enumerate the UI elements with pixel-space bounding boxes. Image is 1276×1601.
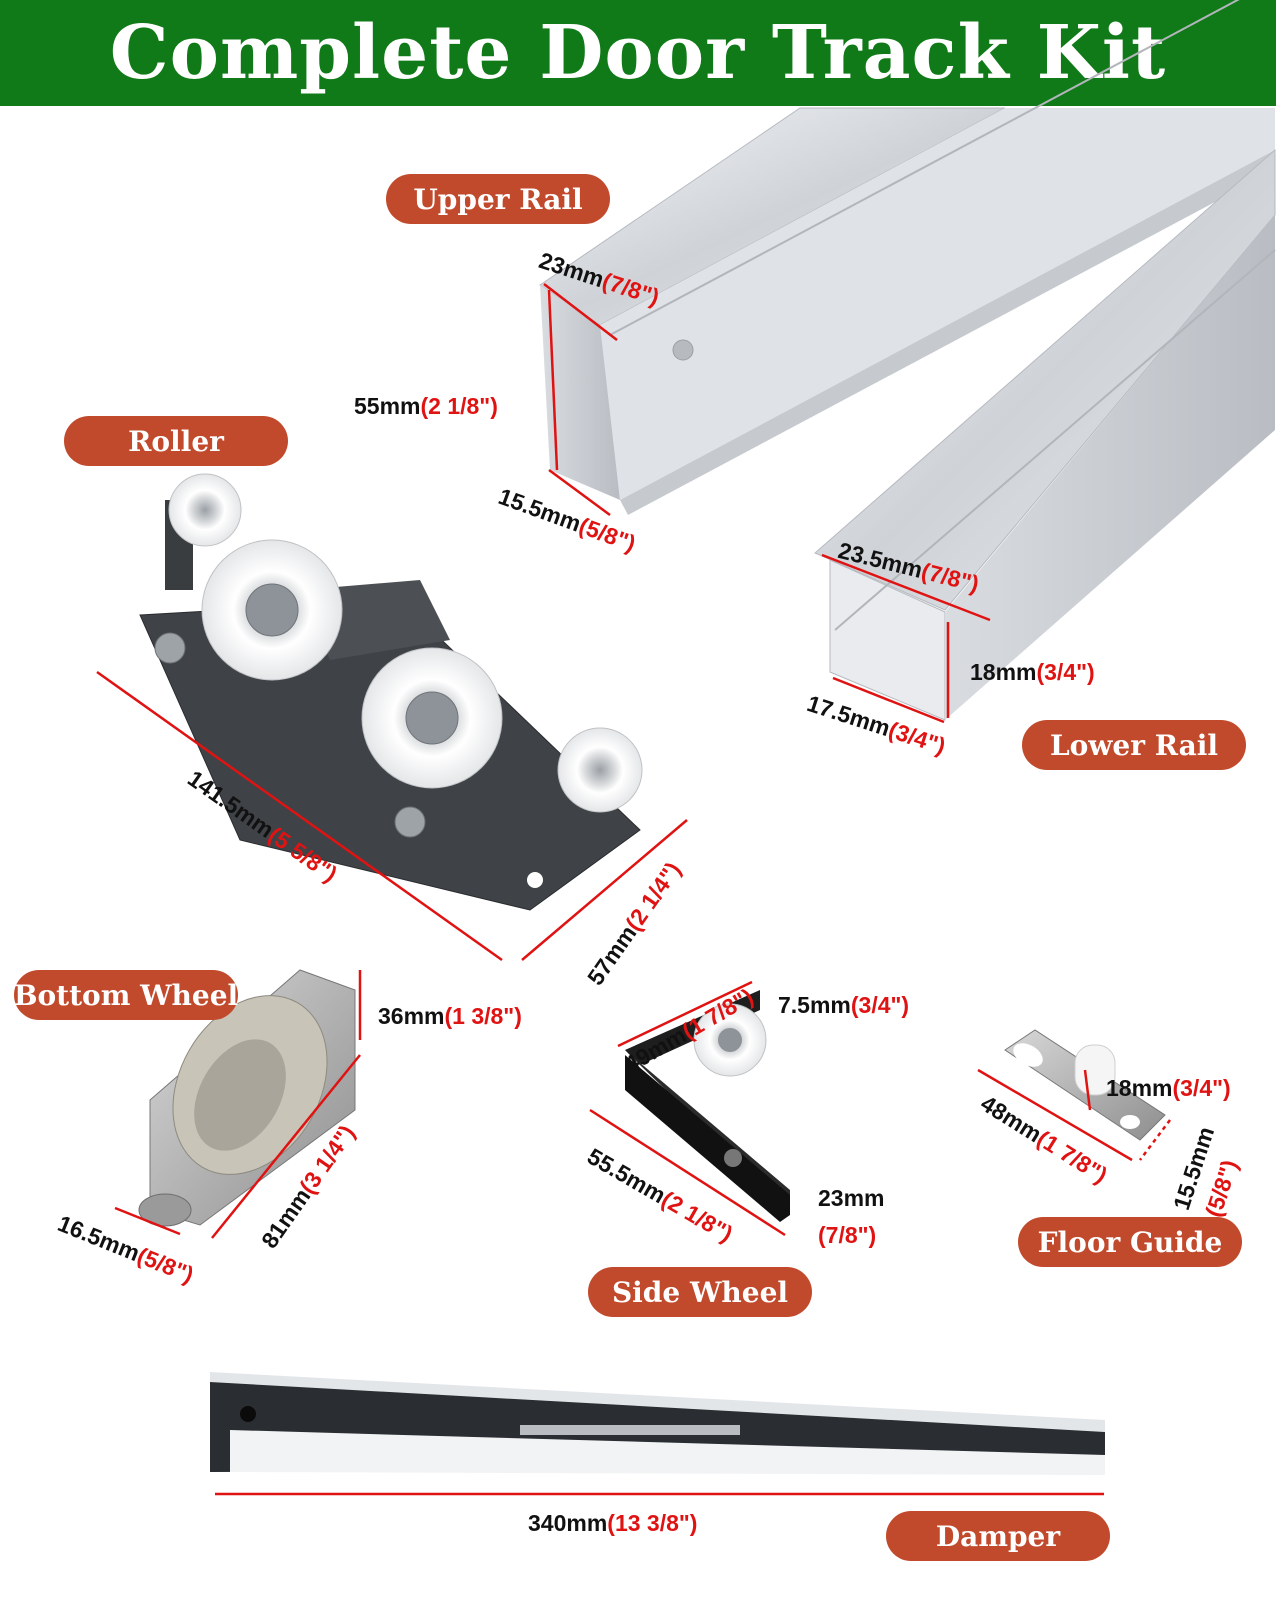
- floor-guide-image: [1004, 1029, 1166, 1141]
- lower-rail-image: [814, 148, 1276, 721]
- dim-mm: 18mm: [970, 659, 1037, 685]
- label-lower-rail: Lower Rail: [1022, 720, 1246, 770]
- dim-inch: (3/4"): [1172, 1075, 1231, 1101]
- dim-damper-length: 340mm(13 3/8"): [528, 1510, 697, 1537]
- dim-inch: (3/4"): [850, 992, 910, 1018]
- label-side-wheel: Side Wheel: [588, 1267, 812, 1317]
- damper-image: [210, 1372, 1105, 1475]
- dim-inch: (7/8"): [818, 1222, 877, 1248]
- dim-floor-pin: 18mm(3/4"): [1106, 1075, 1231, 1102]
- dim-upper-height: 55mm(2 1/8"): [354, 393, 498, 420]
- upper-rail-image: [539, 0, 1275, 515]
- dim-lower-height: 18mm(3/4"): [970, 659, 1095, 686]
- dim-mm: 36mm: [378, 1003, 445, 1029]
- label-damper: Damper: [886, 1511, 1110, 1561]
- label-floor-guide: Floor Guide: [1018, 1217, 1242, 1267]
- dim-side-depth-mm: 23mm: [818, 1185, 885, 1211]
- label-bottom-wheel: Bottom Wheel: [14, 970, 238, 1020]
- dimension-lines: [96, 283, 1171, 1496]
- side-wheel-image: [625, 990, 790, 1222]
- label-upper-rail: Upper Rail: [386, 174, 610, 224]
- dim-inch: (13 3/8"): [607, 1510, 698, 1536]
- dim-inch: (2 1/8"): [420, 393, 498, 419]
- page-title: Complete Door Track Kit: [109, 10, 1167, 96]
- title-banner: Complete Door Track Kit: [0, 0, 1276, 106]
- roller-image: [139, 473, 643, 911]
- dim-inch: (3/4"): [1036, 659, 1095, 685]
- bottom-wheel-image: [138, 969, 356, 1227]
- dim-mm: 18mm: [1106, 1075, 1173, 1101]
- dim-mm: 340mm: [528, 1510, 608, 1536]
- dim-side-offset: 7.5mm(3/4"): [778, 992, 909, 1019]
- dim-mm: 7.5mm: [778, 992, 851, 1018]
- label-roller: Roller: [64, 416, 288, 466]
- dim-bottom-height: 36mm(1 3/8"): [378, 1003, 522, 1030]
- dim-side-depth-inch: (7/8"): [818, 1222, 876, 1249]
- dim-inch: (1 3/8"): [444, 1003, 522, 1029]
- dim-mm: 55mm: [354, 393, 421, 419]
